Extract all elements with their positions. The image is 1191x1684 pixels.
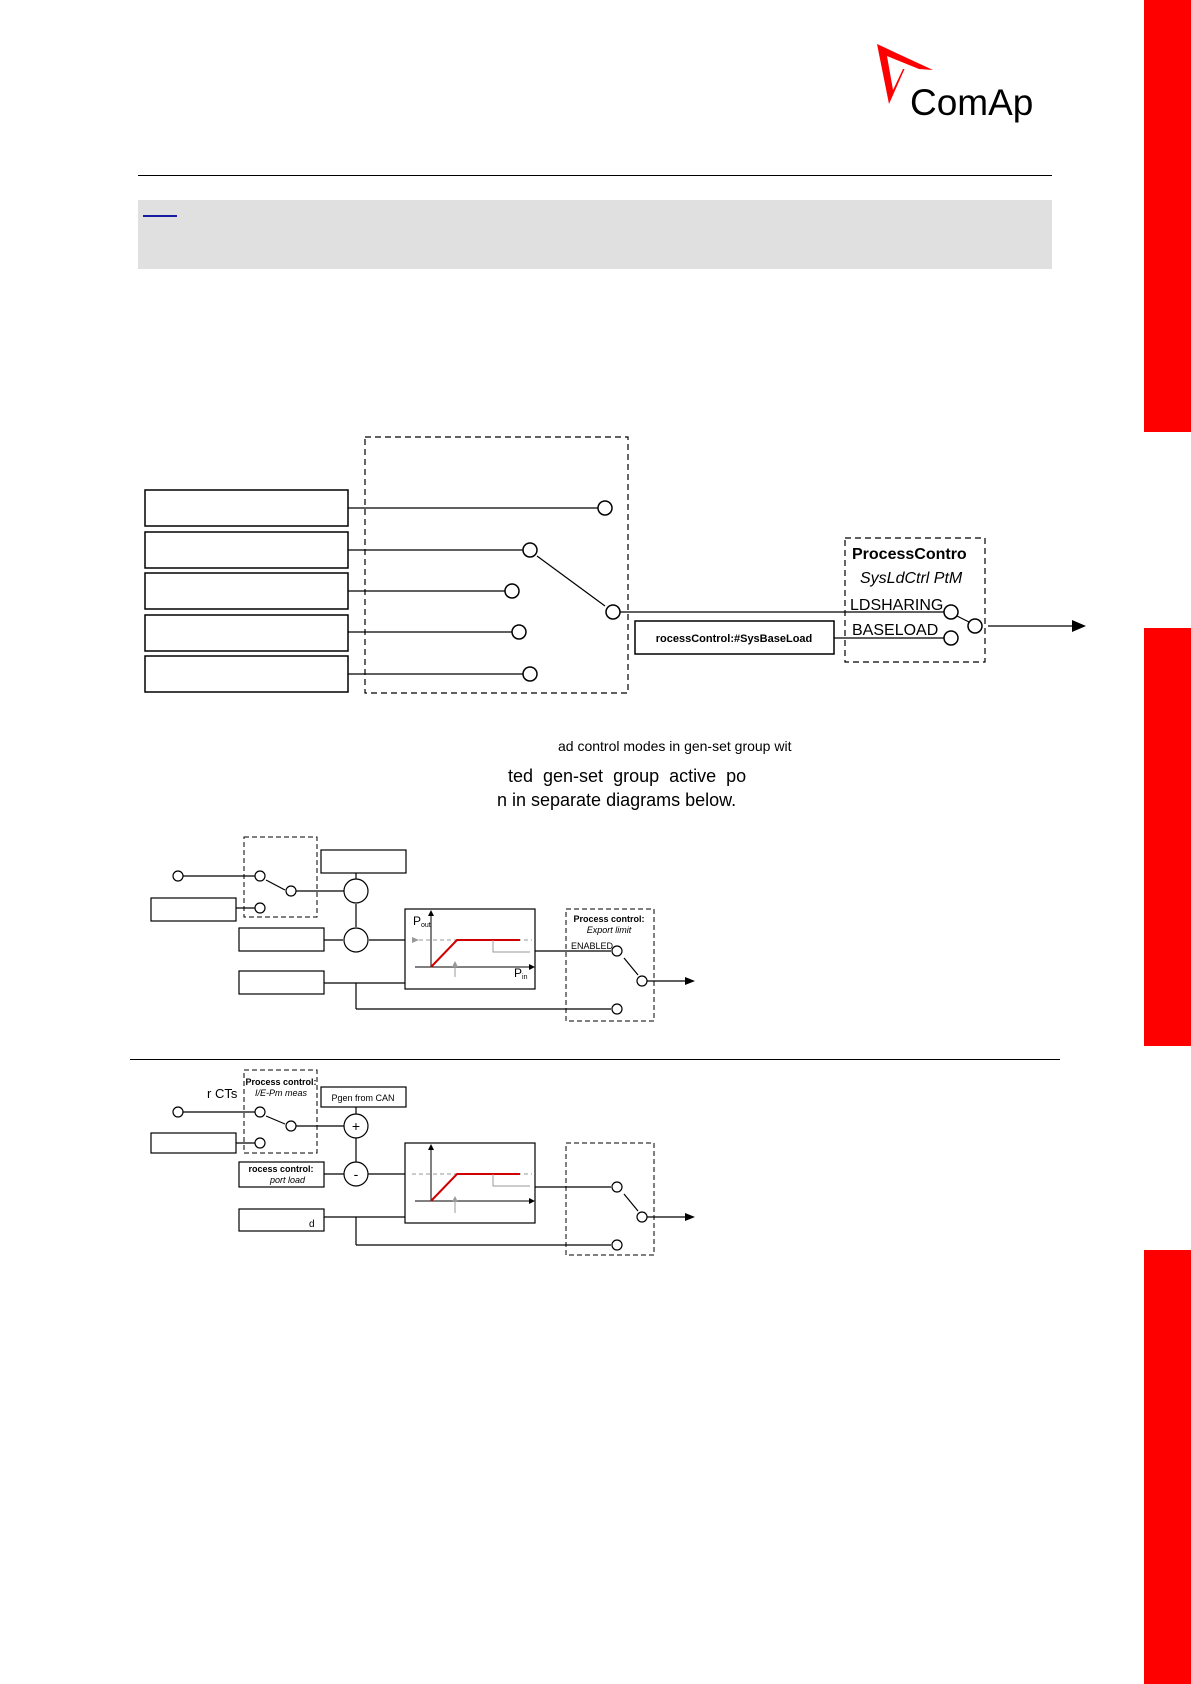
brand-name: ComAp	[910, 82, 1034, 123]
contact	[597, 500, 613, 516]
contact	[254, 902, 266, 914]
input-box-2	[144, 531, 349, 569]
output-switch-frame	[565, 1142, 655, 1256]
paragraph-line-2: n in separate diagrams below.	[497, 790, 737, 810]
figure-caption: ad control modes in gen-set group wit	[558, 738, 792, 754]
mode-selector-frame	[364, 436, 629, 694]
contact	[636, 975, 648, 987]
bottom-input-label: d	[309, 1219, 315, 1230]
minus-sign: -	[354, 1166, 359, 1182]
baseload-box-label: rocessControl:#SysBaseLoad	[656, 633, 813, 645]
side-tab-bottom	[1144, 1250, 1191, 1684]
bottom-input-box	[238, 1208, 325, 1232]
contact	[967, 618, 983, 634]
meas-param: I/E-Pm meas	[255, 1088, 308, 1098]
contact	[605, 604, 621, 620]
contact	[285, 1120, 297, 1132]
output-arrow-icon	[1072, 620, 1086, 632]
switch-contacts	[504, 500, 983, 682]
comap-logo-icon	[877, 44, 933, 104]
contact	[943, 630, 959, 646]
output-arrow-icon	[685, 977, 695, 985]
ramp-block	[404, 908, 536, 990]
export-limit-param: Export limit	[587, 925, 632, 935]
option-loadsharing: LDSHARING	[850, 597, 943, 614]
limit-box	[238, 927, 325, 952]
baseload-box	[634, 620, 835, 655]
pgen-from-can-box	[320, 1086, 407, 1108]
input-box-3	[144, 572, 349, 610]
process-control-param: SysLdCtrl PtM	[860, 570, 963, 587]
summing-junction-plus	[343, 1113, 369, 1139]
left-label: r CTs	[207, 1086, 238, 1101]
contact	[611, 1181, 623, 1193]
plus-sign: +	[352, 1118, 360, 1134]
process-control-title: ProcessContro	[852, 546, 967, 563]
summing-junction	[343, 927, 369, 953]
contact	[522, 666, 538, 682]
ramp-block	[404, 1142, 536, 1224]
contact	[511, 624, 527, 640]
side-tab-top	[1144, 0, 1191, 432]
input-box-1	[144, 489, 349, 527]
pgen-box	[320, 849, 407, 874]
paragraph-line-1: ted gen-set group active po	[508, 766, 747, 786]
contact	[636, 1211, 648, 1223]
section-rule	[130, 1059, 1060, 1060]
input-box-4	[144, 614, 349, 652]
output-arrow-icon	[685, 1213, 695, 1221]
note-box	[138, 200, 1052, 269]
contact	[943, 604, 959, 620]
summing-junction-minus	[343, 1161, 369, 1187]
contact	[172, 870, 184, 882]
contact	[285, 885, 297, 897]
input-boxes	[144, 489, 349, 693]
contact	[254, 870, 266, 882]
enabled-label: ENABLED	[571, 941, 614, 951]
axis-x-label: Pin	[514, 966, 528, 981]
process-control-title: Process control:	[245, 1077, 316, 1087]
contact	[504, 583, 520, 599]
import-load-box	[238, 1161, 325, 1188]
import-load-param: port load	[269, 1175, 306, 1185]
side-tab-middle	[1144, 628, 1191, 1046]
export-limit-diagram: Pout Pin Process control: Export limit E…	[150, 836, 695, 1022]
export-limit-switch-frame	[565, 908, 655, 1022]
header-rule	[138, 175, 1052, 176]
left-input-box	[150, 1132, 237, 1154]
input-selector-frame	[243, 836, 318, 918]
contact	[254, 1137, 266, 1149]
pgen-from-can-label: Pgen from CAN	[331, 1093, 394, 1103]
contact	[522, 542, 538, 558]
note-link[interactable]	[143, 214, 177, 217]
option-baseload: BASELOAD	[852, 622, 938, 639]
contact	[611, 1003, 623, 1015]
import-load-title: rocess control:	[248, 1164, 313, 1174]
import-load-diagram: Process control: I/E-Pm meas r CTs Pgen …	[150, 1069, 695, 1256]
ramp-curve-chart: Pout Pin	[412, 910, 535, 981]
contact	[172, 1106, 184, 1118]
input-box-5	[144, 655, 349, 693]
meas-selector-frame	[243, 1069, 318, 1154]
contact	[611, 1239, 623, 1251]
axis-y-label: Pout	[413, 914, 431, 929]
load-control-mode-diagram: rocessControl:#SysBaseLoad ProcessContro…	[144, 436, 1086, 694]
summing-junction	[343, 878, 369, 904]
contact	[254, 1106, 266, 1118]
contact	[611, 945, 623, 957]
left-input-box	[150, 897, 237, 922]
ramp-curve-chart	[412, 1144, 535, 1213]
load-box	[238, 970, 325, 995]
export-limit-title: Process control:	[573, 914, 644, 924]
process-control-switch-frame	[844, 537, 986, 663]
